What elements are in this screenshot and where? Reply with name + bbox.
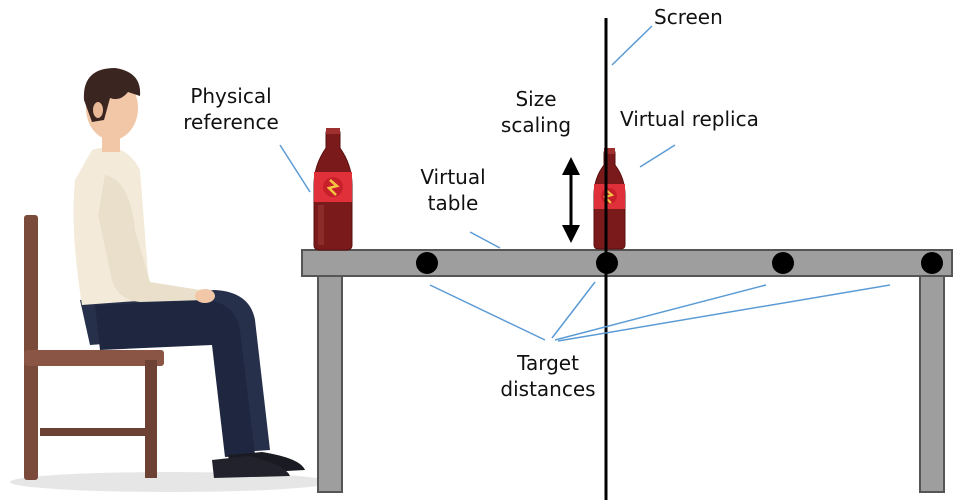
seated-person	[73, 68, 305, 478]
label-virtual-table: Virtual table	[420, 165, 486, 215]
leader-target-4	[557, 284, 891, 342]
leader-target-2	[551, 281, 596, 339]
leader-virtual-table	[469, 231, 501, 249]
label-size-scaling: Size scaling	[500, 87, 572, 137]
virtual-replica-bottle	[593, 148, 626, 250]
leader-target-3	[554, 284, 767, 341]
leader-virtual-replica	[639, 144, 676, 168]
target-marker-3	[772, 252, 794, 274]
target-marker-1	[416, 252, 438, 274]
label-target-distances: Target distances	[500, 351, 596, 401]
target-markers	[416, 252, 943, 274]
leader-target-1	[429, 284, 546, 341]
label-virtual-replica: Virtual replica	[620, 107, 759, 131]
chair	[24, 215, 164, 480]
label-physical-reference: Physical reference	[183, 84, 279, 134]
physical-reference-bottle	[313, 128, 353, 251]
virtual-table	[301, 249, 953, 493]
label-screen: Screen	[654, 5, 723, 29]
leader-lines	[279, 25, 891, 342]
target-marker-4	[921, 252, 943, 274]
leader-physical-reference	[279, 144, 311, 193]
leader-screen	[611, 25, 653, 66]
